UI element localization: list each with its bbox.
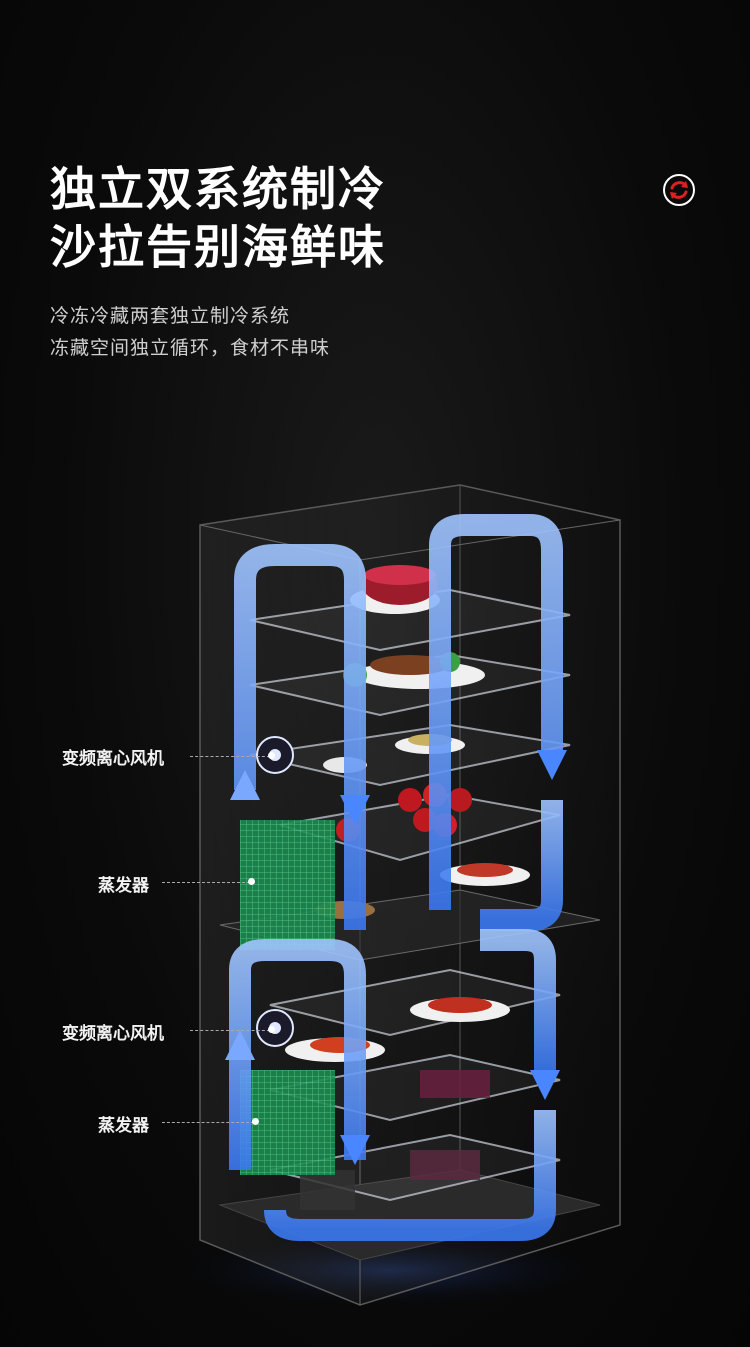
fridge-cutaway-illustration: [180, 484, 621, 1310]
callout-line: [162, 882, 250, 883]
callout-line: [162, 1122, 254, 1123]
callout-line: [190, 756, 270, 757]
callout-fan-lower: 变频离心风机: [62, 1024, 164, 1044]
callout-dot: [268, 752, 275, 759]
headline-line-2: 沙拉告别海鲜味: [50, 220, 386, 274]
callout-dot: [252, 1118, 259, 1125]
callout-evaporator-upper: 蒸发器: [98, 876, 149, 896]
fan-icon: [256, 1009, 294, 1047]
callout-line: [190, 1030, 270, 1031]
evaporator-upper-graphic: [240, 820, 335, 950]
headline-line-1: 独立双系统制冷: [50, 162, 386, 216]
subtext-line-1: 冷冻冷藏两套独立制冷系统: [50, 305, 291, 327]
refresh-cycle-icon: [662, 173, 696, 207]
callout-evaporator-lower: 蒸发器: [98, 1116, 149, 1136]
callout-dot: [268, 1026, 275, 1033]
callout-dot: [248, 878, 255, 885]
fan-icon: [256, 736, 294, 774]
headline: 独立双系统制冷 沙拉告别海鲜味: [50, 160, 386, 276]
subtext-line-2: 冻藏空间独立循环，食材不串味: [50, 337, 331, 359]
subtext: 冷冻冷藏两套独立制冷系统 冻藏空间独立循环，食材不串味: [50, 300, 330, 364]
callout-fan-upper: 变频离心风机: [62, 749, 164, 769]
